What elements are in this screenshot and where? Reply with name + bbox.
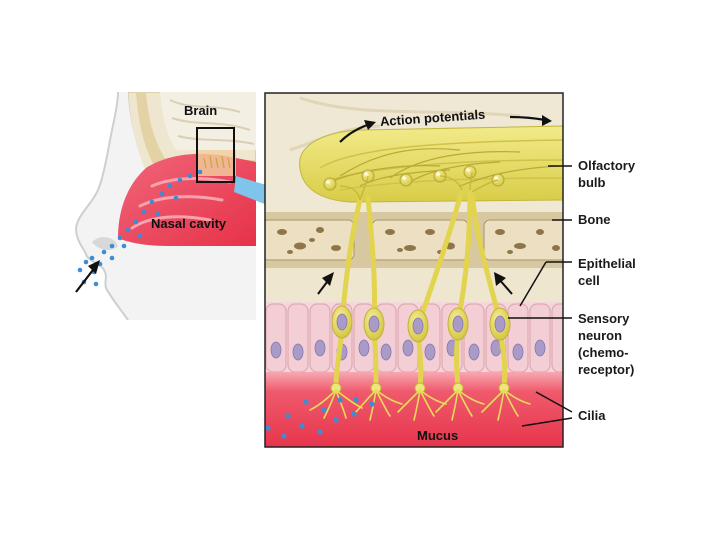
label-epithelial-cell-line2: cell [578, 273, 600, 288]
label-cilia: Cilia [578, 408, 606, 423]
olfactory-detail-panel [265, 93, 563, 447]
label-nasal-cavity: Nasal cavity [151, 216, 227, 231]
mucus-layer [265, 372, 563, 447]
signal-arrows [317, 272, 513, 295]
label-mucus: Mucus [417, 428, 459, 443]
label-leader-lines [508, 165, 573, 427]
odor-molecules-left [77, 169, 203, 287]
label-sensory-neuron-line4: receptor) [578, 362, 635, 377]
label-bone: Bone [578, 212, 611, 227]
label-brain: Brain [184, 103, 218, 118]
nasal-cavity [118, 153, 256, 246]
label-sensory-neuron-line2: neuron [578, 328, 623, 343]
inhale-arrow [75, 260, 100, 293]
label-sensory-neuron-line3: (chemo- [578, 345, 629, 360]
zoom-box [196, 127, 235, 183]
label-sensory-neuron-line1: Sensory [578, 311, 630, 326]
odor-molecules-right [265, 397, 375, 439]
head-profile-panel [60, 92, 256, 320]
label-epithelial-cell-line1: Epithelial [578, 256, 636, 271]
cilia [309, 389, 531, 421]
brain-region [160, 92, 256, 150]
bone-layer [265, 219, 563, 261]
label-olfactory-bulb-line1: Olfactory [578, 158, 636, 173]
label-olfactory-bulb-line2: bulb [578, 175, 606, 190]
